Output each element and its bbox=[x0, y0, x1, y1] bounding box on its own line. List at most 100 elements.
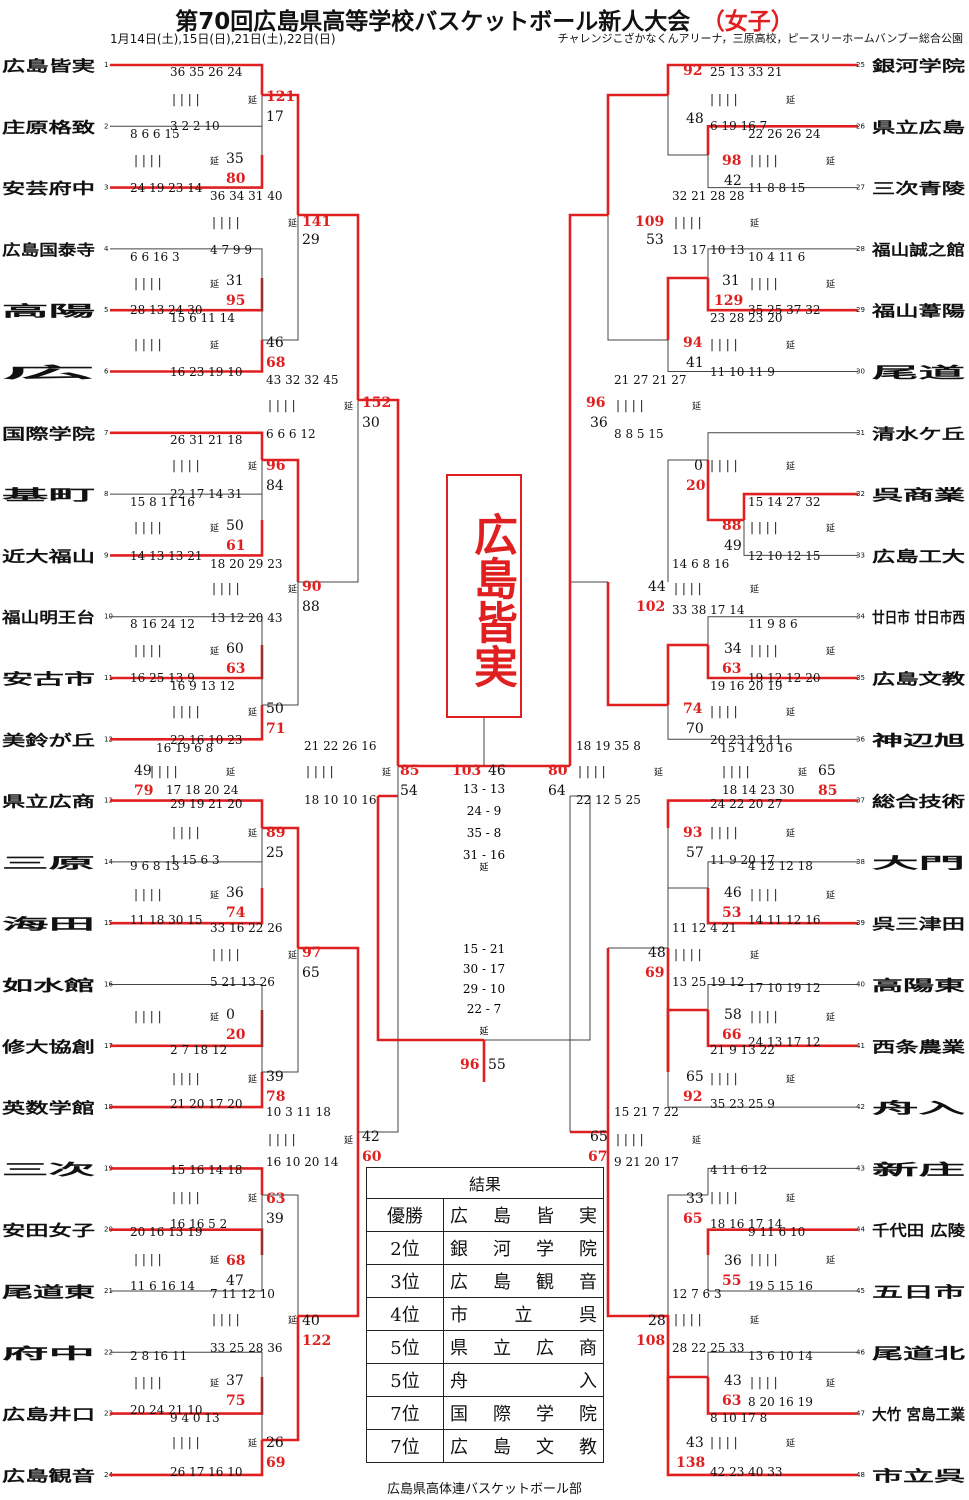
score: 69 bbox=[266, 1455, 285, 1471]
bracket-line bbox=[706, 645, 858, 680]
quarter-separator: | | | | bbox=[750, 887, 778, 901]
quarter-scores: 26 31 21 18 bbox=[170, 433, 243, 447]
bracket-line bbox=[667, 340, 858, 372]
bracket-line bbox=[262, 1194, 299, 1316]
overtime-label: 延 bbox=[826, 1011, 835, 1023]
score: 89 bbox=[266, 825, 285, 841]
score: 63 bbox=[722, 661, 741, 677]
overtime-label: 延 bbox=[826, 155, 835, 167]
score: 53 bbox=[722, 905, 741, 921]
score: 20 bbox=[686, 478, 706, 494]
team-number: 12 bbox=[104, 735, 113, 743]
score: 57 bbox=[686, 845, 704, 861]
quarter-scores: 36 34 31 40 bbox=[210, 189, 283, 203]
team-name: 千代田 広陵 bbox=[872, 1222, 966, 1240]
bracket-line bbox=[262, 582, 299, 706]
result-rank: 優勝 bbox=[366, 1198, 444, 1232]
overtime-label: 延 bbox=[826, 1254, 835, 1266]
results-row: 3位広島観音 bbox=[366, 1264, 604, 1298]
bracket-line bbox=[110, 340, 264, 373]
score: 98 bbox=[722, 153, 741, 169]
overtime-label: 延 bbox=[786, 1437, 795, 1449]
bracket-line bbox=[707, 861, 858, 888]
bracket-line bbox=[606, 93, 668, 215]
overtime-label: 延 bbox=[210, 278, 219, 290]
result-team: 銀河学院 bbox=[443, 1231, 604, 1265]
quarter-scores: 22 17 14 31 bbox=[170, 487, 243, 501]
result-rank: 5位 bbox=[366, 1330, 444, 1364]
score: 80 bbox=[548, 763, 568, 779]
quarter-scores: 20 16 13 19 bbox=[130, 1225, 203, 1239]
team-name: 安古市 bbox=[2, 670, 95, 688]
bracket-line bbox=[358, 398, 400, 766]
bracket-line bbox=[262, 215, 299, 341]
bracket-line bbox=[110, 155, 264, 189]
score: 43 bbox=[724, 1373, 742, 1389]
team-number: 34 bbox=[856, 613, 865, 621]
results-row: 5位舟入 bbox=[366, 1363, 604, 1397]
quarter-scores: 13 6 10 14 bbox=[748, 1349, 813, 1363]
result-rank: 2位 bbox=[366, 1231, 444, 1265]
team-name: 安芸府中 bbox=[2, 180, 95, 198]
bracket-line bbox=[110, 984, 263, 1010]
overtime-label: 延 bbox=[248, 827, 257, 839]
quarter-scores: 33 25 28 36 bbox=[210, 1341, 283, 1355]
team-name: 国際学院 bbox=[2, 425, 95, 443]
quarter-separator: | | | | bbox=[134, 153, 162, 167]
quarter-scores: 10 3 11 18 bbox=[266, 1105, 331, 1119]
overtime-label: 延 bbox=[750, 1314, 759, 1326]
quarter-scores: 18 10 10 16 bbox=[304, 793, 377, 807]
overtime-label: 延 bbox=[344, 1134, 353, 1146]
team-number: 45 bbox=[856, 1287, 865, 1295]
bracket-line bbox=[707, 1167, 858, 1195]
score: 69 bbox=[645, 965, 664, 981]
quarter-scores: 33 16 22 26 bbox=[210, 921, 283, 935]
overtime-label: 延 bbox=[786, 339, 795, 351]
team-number: 5 bbox=[104, 306, 108, 314]
team-name: 五日市 bbox=[872, 1283, 965, 1301]
team-number: 2 bbox=[104, 122, 108, 130]
overtime-label: 延 bbox=[210, 889, 219, 901]
score: 97 bbox=[302, 945, 321, 961]
team-name: 基町 bbox=[0, 486, 95, 504]
quarter-scores: 7 11 12 10 bbox=[210, 1287, 275, 1301]
score: 36 bbox=[590, 415, 608, 431]
quarter-scores: 16 25 13 9 bbox=[130, 671, 195, 685]
score: 80 bbox=[226, 171, 246, 187]
bracket-line bbox=[298, 400, 359, 583]
quarter-scores: 8 8 5 15 bbox=[614, 427, 664, 441]
overtime-label: 延 bbox=[826, 889, 835, 901]
team-number: 6 bbox=[104, 368, 109, 376]
team-number: 28 bbox=[856, 245, 865, 253]
result-team: 県立広商 bbox=[443, 1330, 604, 1364]
bracket-line bbox=[110, 616, 263, 645]
result-rank: 5位 bbox=[366, 1363, 444, 1397]
score: 33 bbox=[686, 1191, 704, 1207]
score: 65 bbox=[686, 1069, 704, 1085]
overtime-label: 延 bbox=[826, 522, 835, 534]
team-number: 48 bbox=[856, 1471, 865, 1479]
quarter-scores: 21 27 21 27 bbox=[614, 373, 687, 387]
team-number: 30 bbox=[856, 368, 865, 376]
overtime-label: 延 bbox=[344, 400, 353, 412]
overtime-label: 延 bbox=[248, 706, 257, 718]
result-rank: 7位 bbox=[366, 1396, 444, 1430]
overtime-label: 延 bbox=[210, 1254, 219, 1266]
champion-box: 広島皆実 bbox=[446, 474, 522, 718]
quarter-scores: 18 16 17 14 bbox=[710, 1217, 783, 1231]
score: 25 bbox=[266, 845, 284, 861]
quarter-separator: | | | | bbox=[750, 1375, 778, 1389]
score: 42 bbox=[724, 173, 742, 189]
overtime-label: 延 bbox=[654, 766, 663, 778]
quarter-separator: | | | | bbox=[710, 92, 738, 106]
score: 50 bbox=[266, 701, 284, 717]
team-number: 10 bbox=[104, 613, 113, 621]
team-number: 32 bbox=[856, 490, 865, 498]
team-number: 42 bbox=[856, 1103, 865, 1111]
quarter-scores: 11 9 8 6 bbox=[748, 617, 798, 631]
team-name: 市立呉 bbox=[872, 1467, 965, 1485]
quarter-scores: 35 23 25 9 bbox=[710, 1097, 775, 1111]
team-name: 呉三津田 bbox=[872, 915, 965, 933]
team-name: 如水館 bbox=[2, 977, 95, 995]
